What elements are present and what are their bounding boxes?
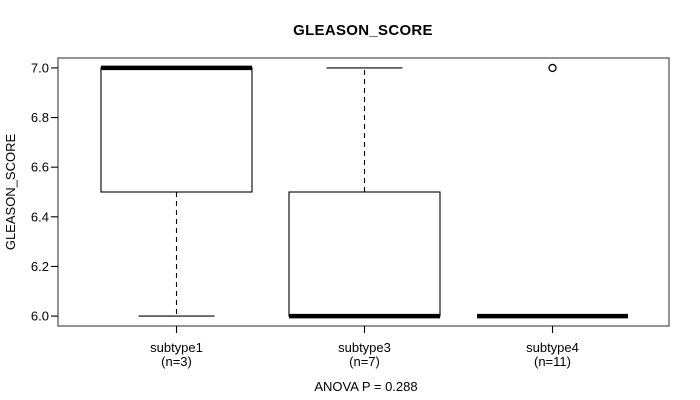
box xyxy=(100,67,253,193)
anova-p-annotation: ANOVA P = 0.288 xyxy=(314,379,417,394)
x-category-label: subtype1 xyxy=(150,340,203,355)
y-tick-label: 7.0 xyxy=(31,60,49,75)
plot-area: 6.06.26.46.66.87.0subtype1(n=3)subtype3(… xyxy=(31,57,670,369)
y-tick-label: 6.8 xyxy=(31,110,49,125)
plot-frame xyxy=(57,57,670,327)
outlier-point xyxy=(548,63,557,73)
y-tick-label: 6.0 xyxy=(31,309,49,324)
y-tick-label: 6.2 xyxy=(31,259,49,274)
x-category-count: (n=11) xyxy=(534,354,571,369)
x-category-label: subtype4 xyxy=(526,340,579,355)
y-tick-label: 6.6 xyxy=(31,160,49,175)
y-tick-label: 6.4 xyxy=(31,209,49,224)
x-category-label: subtype3 xyxy=(338,340,391,355)
x-category-count: (n=7) xyxy=(349,354,380,369)
y-axis-title: GLEASON_SCORE xyxy=(3,134,18,251)
box xyxy=(288,191,441,317)
x-category-count: (n=3) xyxy=(161,354,192,369)
chart-title: GLEASON_SCORE xyxy=(293,22,433,39)
